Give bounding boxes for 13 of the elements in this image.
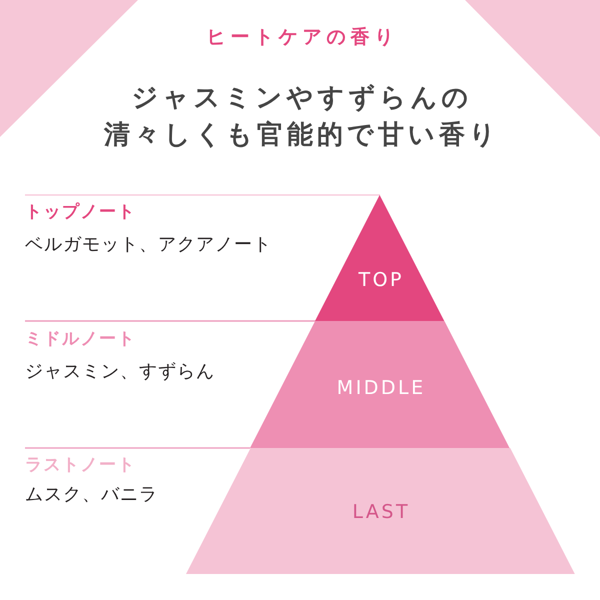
note-list: ベルガモット、アクアノート: [25, 234, 272, 256]
note-list: ムスク、バニラ: [25, 484, 158, 506]
note-heading: ラストノート: [25, 455, 136, 476]
pyramid-tier: [186, 448, 574, 574]
headline: ジャスミンやすずらんの清々しくも官能的で甘い香り: [102, 82, 500, 152]
subtitle: ヒートケアの香り: [206, 26, 398, 49]
pyramid-tier: [250, 321, 510, 448]
note-list: ジャスミン、すずらん: [25, 361, 215, 383]
tier-label: MIDDLE: [336, 376, 426, 400]
note-heading: ミドルノート: [25, 329, 136, 350]
tier-label: TOP: [357, 268, 404, 292]
note-heading: トップノート: [25, 202, 136, 223]
tier-label: LAST: [351, 500, 410, 524]
